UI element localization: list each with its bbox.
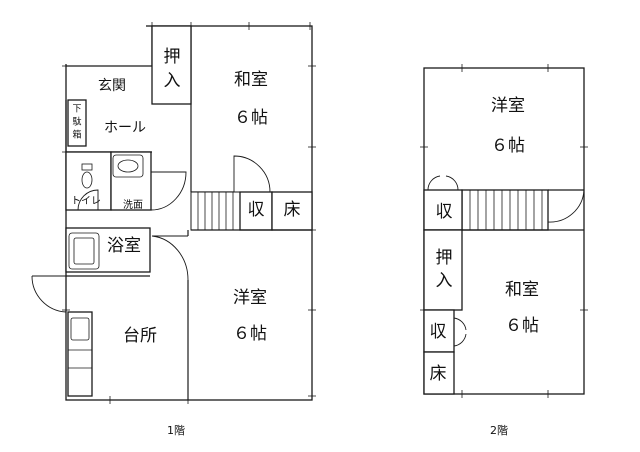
kitchen-counter: [67, 311, 93, 397]
floor-2-plan: 洋室 ６帖 収 押 入 和室 ６帖 収 床 2階: [420, 64, 588, 437]
youshitsu-2f-label: 洋室: [491, 96, 525, 116]
senmen-room: [110, 151, 152, 211]
washitsu-1f-label: 和室: [234, 70, 268, 90]
youshitsu-1f-size: ６帖: [233, 324, 267, 344]
floor-1-plan: 玄関 下 駄 箱 ホール トイレ 洗面 浴室 台所 押 入 和室 ６帖 収 床 …: [31, 20, 316, 437]
getabako-label-1: 下: [72, 105, 81, 115]
youshitsu-1f-door-swing: [151, 235, 189, 281]
youshitsu-2f-door-swing: [547, 189, 585, 223]
shuu-2f-lower-label: 収: [430, 322, 447, 342]
floor-2-wall-ticks: [420, 64, 588, 398]
staircase-2f: [469, 190, 543, 230]
daidokoro-label: 台所: [123, 326, 157, 346]
hall-label: ホール: [104, 120, 146, 136]
genkan-label: 玄関: [98, 77, 126, 94]
shuu-2f-upper-label: 収: [436, 202, 453, 222]
sink-fixture: [112, 154, 144, 178]
oshiire-label-1f-top: 押: [164, 47, 181, 67]
shuu-2f-lower-box: [423, 309, 455, 353]
oshiire-2f: [423, 229, 463, 311]
oshiire-1f: [151, 25, 192, 105]
toko-2f-label: 床: [430, 364, 447, 384]
senmen-label: 洗面: [123, 199, 143, 211]
youshitsu-1f-label: 洋室: [233, 288, 267, 308]
shuu-1f-box: [239, 191, 273, 231]
toilet-door-swing: [77, 189, 99, 211]
shuu-lower-door-swing: [453, 317, 467, 347]
staircase-2f-frame: [461, 189, 549, 231]
oshiire-2f-label-bottom: 入: [436, 271, 453, 291]
bathtub-fixture: [68, 232, 100, 270]
bathtub-inner-icon: [73, 237, 95, 265]
washitsu-1f-size: ６帖: [234, 108, 268, 128]
floor-2-caption: 2階: [490, 423, 508, 437]
toko-1f-box: [271, 191, 313, 231]
senmen-door-swing: [150, 171, 187, 211]
getabako-label-3: 箱: [72, 129, 81, 141]
toko-2f-box: [423, 351, 455, 395]
getabako-label-2: 駄: [72, 116, 81, 128]
youshitsu-2f-size: ６帖: [491, 136, 525, 156]
floor-1-caption: 1階: [167, 423, 185, 437]
toilet-label: トイレ: [71, 196, 101, 207]
toilet-tank: [81, 163, 93, 171]
oshiire-label-1f-bottom: 入: [164, 71, 181, 91]
kitchen-door-swing: [31, 275, 67, 313]
toko-1f-label: 床: [284, 200, 301, 220]
kitchen-sink-icon: [70, 317, 90, 341]
shuu-upper-door-swing: [427, 175, 459, 191]
yokushitsu-label: 浴室: [107, 236, 141, 256]
washitsu-2f-label: 和室: [505, 280, 539, 300]
sink-basin-icon: [117, 159, 139, 173]
getabako-box: [67, 99, 87, 147]
oshiire-2f-label-top: 押: [436, 248, 453, 268]
washitsu-2f-size: ６帖: [505, 316, 539, 336]
shuu-1f-label: 収: [248, 200, 265, 220]
toilet-bowl-icon: [81, 171, 93, 189]
bathroom: [65, 227, 151, 273]
washitsu-door-swing: [233, 155, 271, 193]
